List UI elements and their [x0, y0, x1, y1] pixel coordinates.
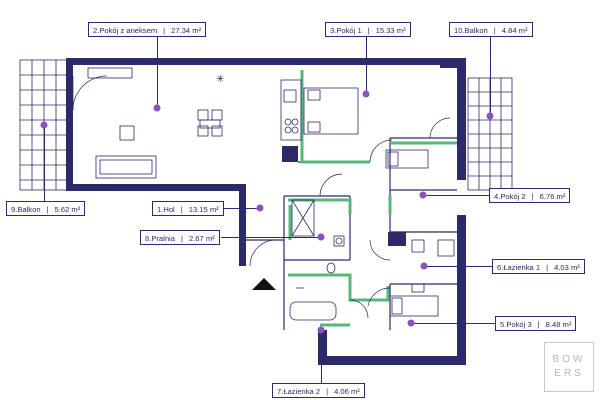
room-label-r3: 3.Pokój 1|15.33 m² [325, 22, 411, 37]
room-name: 2.Pokój z aneksem [93, 26, 158, 35]
room-marker-r10 [486, 112, 494, 120]
room-area: 2.67 m² [188, 234, 215, 243]
room-area: 6.76 m² [539, 192, 566, 201]
room-marker-r6 [420, 262, 428, 270]
logo-line-1: BOW [552, 354, 586, 365]
room-area: 8.48 m² [545, 320, 572, 329]
entrance-marker [252, 278, 276, 290]
room-name: 1.Hol [157, 205, 175, 214]
room-marker-r2 [153, 104, 161, 112]
room-label-r10: 10.Balkon|4.84 m² [449, 22, 533, 37]
room-marker-r1 [256, 204, 264, 212]
room-name: 6.Łazienka 1 [497, 263, 541, 272]
exterior-walls [66, 58, 466, 365]
room-label-r7: 7.Łazienka 2|4.06 m² [272, 383, 365, 398]
room-area: 4.03 m² [554, 263, 580, 272]
room-name: 4.Pokój 2 [494, 192, 526, 201]
furniture: ✳ [87, 67, 455, 321]
room-marker-r3 [362, 90, 370, 98]
room-label-r8: 8.Pralnia|2.67 m² [140, 230, 220, 245]
room-area: 13.15 m² [188, 205, 219, 214]
room-name: 7.Łazienka 2 [277, 387, 321, 396]
room-area: 5.62 m² [54, 205, 81, 214]
room-area: 15.33 m² [375, 26, 406, 35]
room-marker-r9 [40, 121, 48, 129]
room-area: 4.84 m² [501, 26, 528, 35]
room-label-r5: 5.Pokój 3|8.48 m² [495, 316, 577, 331]
room-name: 3.Pokój 1 [330, 26, 362, 35]
room-label-r6: 6.Łazienka 1|4.03 m² [492, 259, 585, 274]
room-marker-r4 [419, 191, 427, 199]
accent-walls [288, 70, 457, 327]
room-marker-r7 [317, 326, 325, 334]
room-area: 27.34 m² [171, 26, 202, 35]
room-name: 9.Balkon [11, 205, 41, 214]
room-label-r2: 2.Pokój z aneksem|27.34 m² [88, 22, 207, 37]
room-label-r1: 1.Hol|13.15 m² [152, 201, 224, 216]
room-label-r4: 4.Pokój 2|6.76 m² [489, 188, 571, 203]
doors [72, 75, 451, 319]
room-area: 4.06 m² [334, 387, 360, 396]
room-name: 8.Pralnia [145, 234, 175, 243]
room-marker-r5 [407, 319, 415, 327]
room-label-r9: 9.Balkon|5.62 m² [6, 201, 86, 216]
logo-line-2: ERS [554, 368, 584, 379]
room-marker-r8 [317, 233, 325, 241]
brand-logo: BOW ERS [544, 342, 594, 392]
room-name: 10.Balkon [454, 26, 488, 35]
room-name: 5.Pokój 3 [500, 320, 532, 329]
svg-text:✳: ✳ [216, 74, 224, 85]
